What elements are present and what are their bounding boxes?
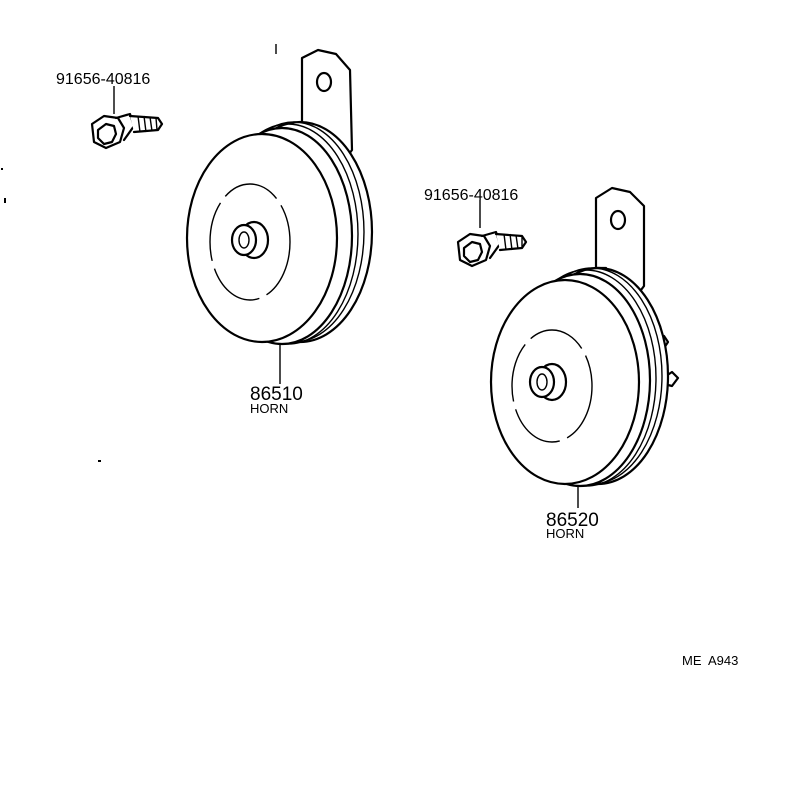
horn-right-part-number: 86520 — [546, 510, 599, 531]
horn-left-part-number: 86510 — [250, 384, 303, 405]
horn-right — [489, 186, 680, 508]
bolt-left-part-number: 91656-40816 — [56, 71, 150, 88]
scan-specks — [1, 168, 101, 462]
horn-left — [185, 44, 374, 384]
bolt-left — [90, 86, 164, 150]
horn-right-name: HORN — [546, 526, 584, 541]
bolt-right-part-number: 91656-40816 — [424, 187, 518, 204]
diagram-code: ME A943 — [682, 653, 738, 668]
bolt-right — [456, 200, 528, 268]
horn-left-name: HORN — [250, 401, 288, 416]
